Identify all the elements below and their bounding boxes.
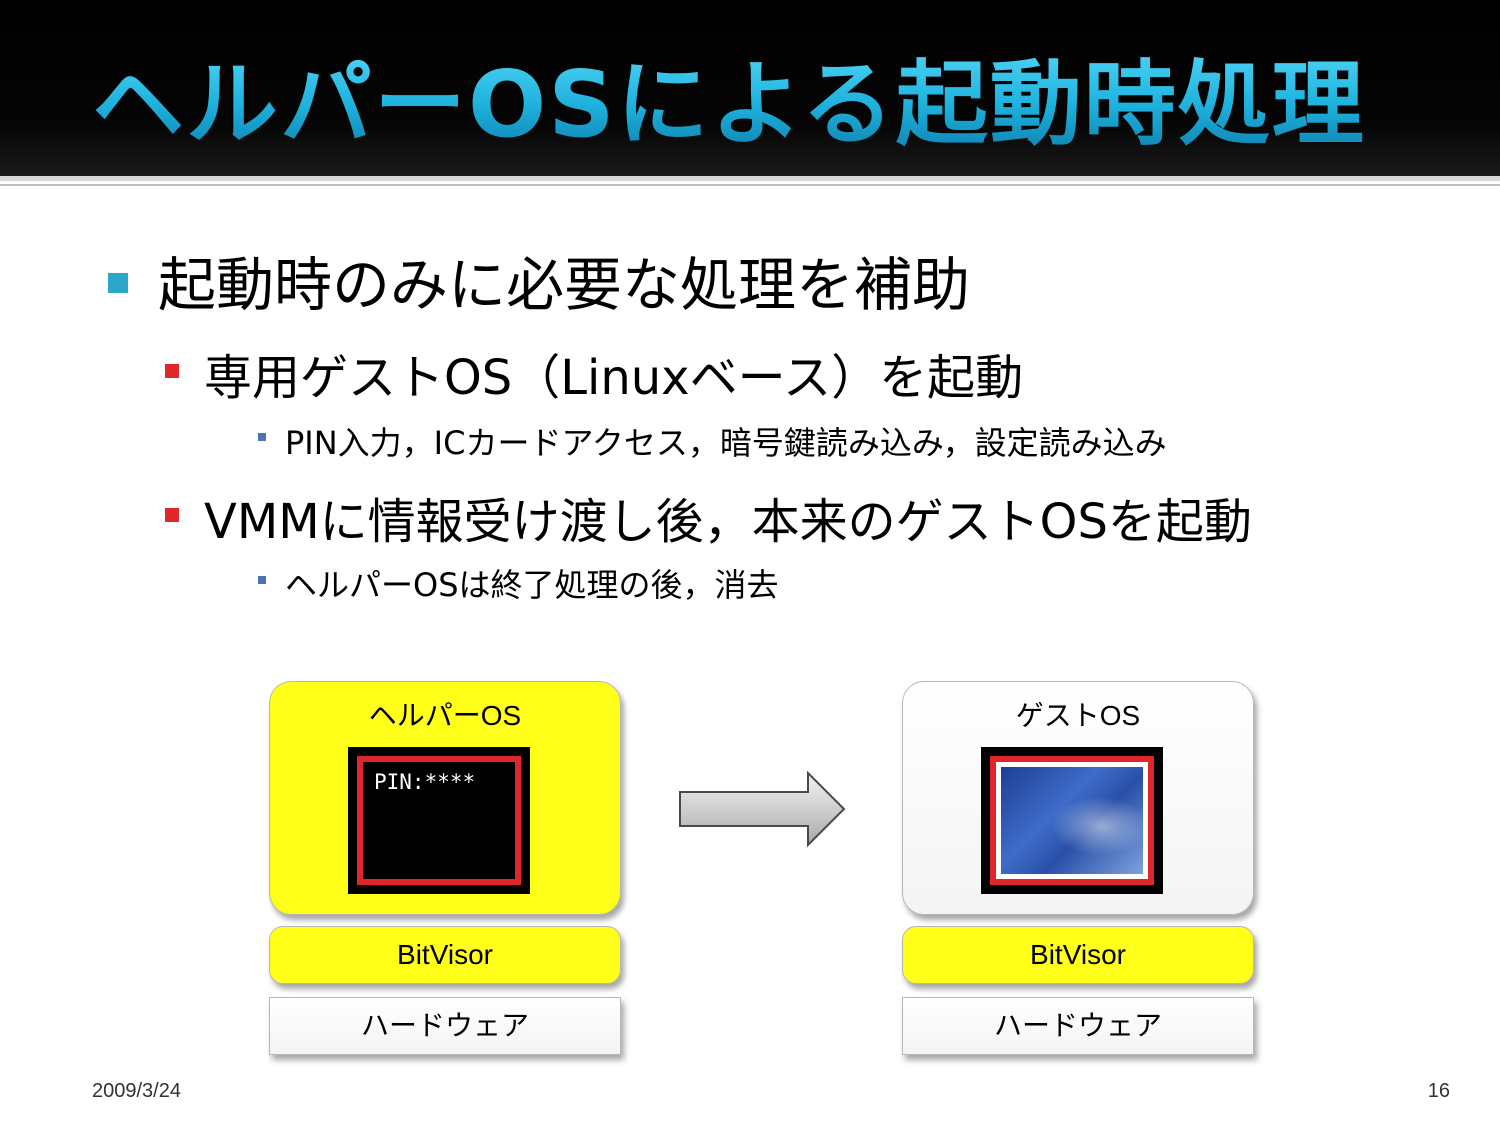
- bullet-level2-vmm-handoff: VMMに情報受け渡し後，本来のゲストOSを起動: [204, 494, 1252, 550]
- pin-prompt: PIN:****: [374, 770, 476, 794]
- right-arrow-icon: [679, 770, 846, 848]
- page-number: 16: [1427, 1080, 1450, 1102]
- guest-bitvisor-box: BitVisor: [902, 926, 1254, 984]
- bullet-level3-helper-erase: ヘルパーOSは終了処理の後，消去: [285, 566, 779, 604]
- helper-hardware-box: ハードウェア: [269, 997, 621, 1055]
- bullet-marker-level2: [165, 508, 179, 522]
- guest-hardware-box: ハードウェア: [902, 997, 1254, 1055]
- bullet-marker-level3: [258, 433, 266, 441]
- helper-bitvisor-box: BitVisor: [269, 926, 621, 984]
- helper-os-box: ヘルパーOS PIN:****: [269, 681, 621, 915]
- bullet-level1: 起動時のみに必要な処理を補助: [158, 251, 971, 319]
- title-divider-thin: [0, 184, 1500, 186]
- guest-os-label: ゲストOS: [1015, 700, 1141, 731]
- guest-os-screen-frame: [990, 756, 1154, 885]
- title-bar: ヘルパーOSによる起動時処理: [0, 0, 1500, 176]
- guest-os-screen: [981, 747, 1163, 894]
- helper-os-screen-frame: PIN:****: [357, 756, 521, 885]
- windows-desktop-image: [1001, 767, 1143, 874]
- bullet-marker-level2: [165, 364, 179, 378]
- helper-os-screen: PIN:****: [348, 747, 530, 894]
- bullet-marker-level1: [108, 273, 128, 293]
- bullet-marker-level3: [258, 576, 266, 584]
- helper-os-label: ヘルパーOS: [368, 700, 522, 731]
- bullet-level2-guest-os: 専用ゲストOS（Linuxベース）を起動: [204, 350, 1024, 406]
- footer-date: 2009/3/24: [92, 1080, 181, 1102]
- slide-title: ヘルパーOSによる起動時処理: [92, 30, 1366, 163]
- guest-os-box: ゲストOS: [902, 681, 1254, 915]
- title-divider: [0, 176, 1500, 181]
- bullet-level3-pin-input: PIN入力，ICカードアクセス，暗号鍵読み込み，設定読み込み: [285, 424, 1167, 462]
